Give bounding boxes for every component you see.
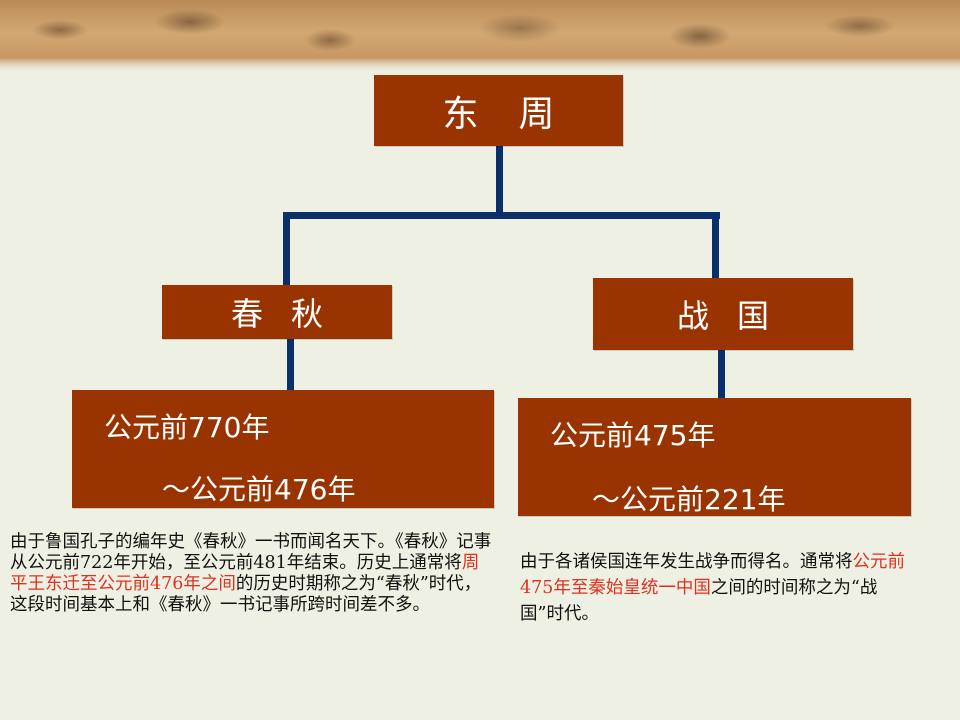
connector-horizontal [283,212,720,219]
dates-start-spring-autumn: 公元前770年 [104,411,270,444]
dates-box-spring-autumn: 公元前770年 ～公元前476年 [72,390,494,508]
node-spring-autumn: 春秋 [162,285,392,339]
node-warring-states: 战国 [593,278,853,350]
connector-right-down [712,212,719,278]
description-warring-states: 由于各诸侯国连年发生战争而得名。通常将公元前475年至秦始皇统一中国之间的时间称… [520,549,920,627]
connector-root-down [496,146,503,216]
dates-end-warring-states: ～公元前221年 [592,483,786,516]
description-spring-autumn-text-1: 由于鲁国孔子的编年史《春秋》一书而闻名天下。《春秋》记事从公元前722年开始，至… [10,532,492,573]
description-warring-states-text-1: 由于各诸侯国连年发生战争而得名。通常将 [520,552,853,572]
dates-start-warring-states: 公元前475年 [550,419,716,452]
node-spring-autumn-label: 春秋 [230,295,351,333]
root-node-label: 东周 [442,93,595,135]
description-spring-autumn-text-2: 的历史时期称之为“春秋”时代，这段时间基本上和《春秋》一书记事所跨时间差不多。 [10,574,482,615]
root-node-eastern-zhou: 东周 [374,75,623,146]
connector-left-dates [287,338,294,390]
description-warring-states-text-2: 之间的时间称之为“战国”时代。 [520,578,878,624]
description-spring-autumn: 由于鲁国孔子的编年史《春秋》一书而闻名天下。《春秋》记事从公元前722年开始，至… [10,532,492,616]
description-spring-autumn-highlight: 周平王东迁至公元前476年之间 [10,553,480,594]
node-warring-states-label: 战国 [676,297,797,335]
decorative-banner-painting [0,0,960,72]
description-warring-states-highlight: 公元前475年至秦始皇统一中国 [520,552,905,598]
connector-right-dates [718,350,725,398]
dates-box-warring-states: 公元前475年 ～公元前221年 [518,398,911,516]
dates-end-spring-autumn: ～公元前476年 [162,473,356,506]
connector-left-down [283,212,290,286]
